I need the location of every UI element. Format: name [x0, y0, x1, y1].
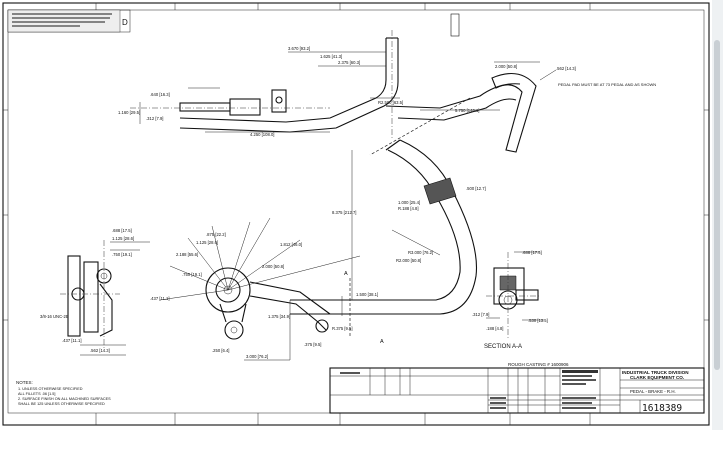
dim-35: .562 [14.3]	[90, 348, 110, 353]
note-line-2: ALL FILLETS .06 [1.5]	[18, 392, 55, 396]
bottom-margin	[0, 430, 723, 450]
dim-30: 2.000 [50.8]	[262, 264, 284, 269]
dim-4: R2.500 [63.5]	[378, 100, 403, 105]
dim-36: .688 [17.5]	[522, 250, 542, 255]
dim-8: .562 [14.3]	[556, 66, 576, 71]
side-view: A A 8.375 [212.7] 1.000 [25.4] R.188 [4.…	[150, 139, 486, 361]
dim-13: 1.000 [25.4]	[398, 200, 420, 205]
dim-34: .437 [11.1]	[62, 338, 81, 343]
dim-29: .250 [6.4]	[212, 348, 229, 353]
notes-block: NOTES: 1. UNLESS OTHERWISE SPECIFIED ALL…	[16, 380, 111, 406]
dim-27: R.375 [9.5]	[332, 326, 353, 331]
dim-14: R.188 [4.8]	[398, 206, 419, 211]
dim-33: .750 [19.1]	[112, 252, 132, 257]
note-line-1: 1. UNLESS OTHERWISE SPECIFIED	[18, 387, 83, 391]
section-marker-lower: A	[380, 339, 384, 345]
dim-12: 8.375 [212.7]	[332, 210, 356, 215]
engineering-drawing: D 3.670 [93.2] 1.625 [41.3] 2.375 [6	[2, 2, 710, 426]
dim-5: 4.250 [108.0]	[250, 132, 274, 137]
dim-18: 1.500 [38.1]	[356, 292, 378, 297]
dim-3: 2.375 [60.3]	[338, 60, 360, 65]
note-line-4: SHALL BE 125 UNLESS OTHERWISE SPECIFIED	[18, 402, 105, 406]
dim-16: R3.000 [76.2]	[408, 250, 433, 255]
projection-line	[369, 97, 471, 156]
dim-25: 3.000 [76.2]	[246, 354, 268, 359]
zone-ticks-top	[3, 3, 709, 425]
dim-6: 5.750 [146.1]	[455, 108, 479, 113]
dim-11: .312 [7.9]	[146, 116, 163, 121]
dim-32: 1.125 [28.6]	[112, 236, 134, 241]
dim-10: .640 [16.3]	[150, 92, 170, 97]
note-line-3: 2. SURFACE FINISH ON ALL MACHINED SURFAC…	[18, 397, 111, 401]
dim-22: 2.188 [55.6]	[176, 252, 198, 257]
dim-2: 1.625 [41.3]	[320, 54, 342, 59]
dim-9: 1.160 [29.5]	[118, 110, 140, 115]
dim-7: 2.000 [50.8]	[495, 64, 517, 69]
sheet-border	[2, 2, 710, 426]
section-a-a-label: SECTION A-A	[484, 344, 522, 350]
dim-23: .750 [19.1]	[182, 272, 202, 277]
drawing-number: 1618389	[642, 403, 682, 414]
section-a-a-view: .688 [17.5] .312 [7.9] .530 [13.5] .188 …	[472, 250, 548, 350]
dim-24: .437 [11.1]	[150, 296, 169, 301]
section-marker-upper: A	[344, 271, 348, 277]
dim-19: 1.812 [46.0]	[280, 242, 302, 247]
casting-note: ROUGH CASTING # 1600906	[508, 362, 569, 367]
zone-letter: D	[122, 18, 128, 27]
hatched-section	[423, 177, 457, 205]
dim-37: .312 [7.9]	[472, 312, 489, 317]
dim-38: .530 [13.5]	[528, 318, 548, 323]
title-block: ROUGH CASTING # 1600906 IN	[329, 362, 705, 414]
dim-1: 3.670 [93.2]	[288, 46, 310, 51]
scrollbar-thumb[interactable]	[714, 40, 720, 370]
dim-28: .375 [9.5]	[304, 342, 321, 347]
dim-26: 1.375 [34.9]	[268, 314, 290, 319]
dim-17: R2.000 [50.8]	[396, 258, 421, 263]
part-name: PEDAL - BRAKE - R.H.	[630, 389, 676, 394]
view-tag	[450, 13, 460, 37]
dim-20: .875 [22.2]	[206, 232, 226, 237]
dim-39: .188 [4.8]	[486, 326, 503, 331]
revision-box: D	[7, 9, 131, 33]
dim-31: .688 [17.5]	[112, 228, 132, 233]
dim-21: 1.125 [28.6]	[196, 240, 218, 245]
top-view-arm: 3.670 [93.2] 1.625 [41.3] 2.375 [60.3] R…	[118, 30, 656, 153]
company-name-2: CLARK EQUIPMENT CO.	[630, 375, 684, 380]
pedal-pad-note: PEDAL PAD MUST BE AT 73 PEDAL AND AS SHO…	[558, 82, 656, 87]
company-name: INDUSTRIAL TRUCK DIVISION	[622, 370, 689, 375]
dim-15: .500 [12.7]	[466, 186, 486, 191]
thread-note: 3/8-16 UNC-2B	[40, 314, 69, 319]
notes-header: NOTES:	[16, 380, 33, 385]
left-end-view: .688 [17.5] 1.125 [28.6] .750 [19.1] 3/8…	[40, 228, 150, 356]
